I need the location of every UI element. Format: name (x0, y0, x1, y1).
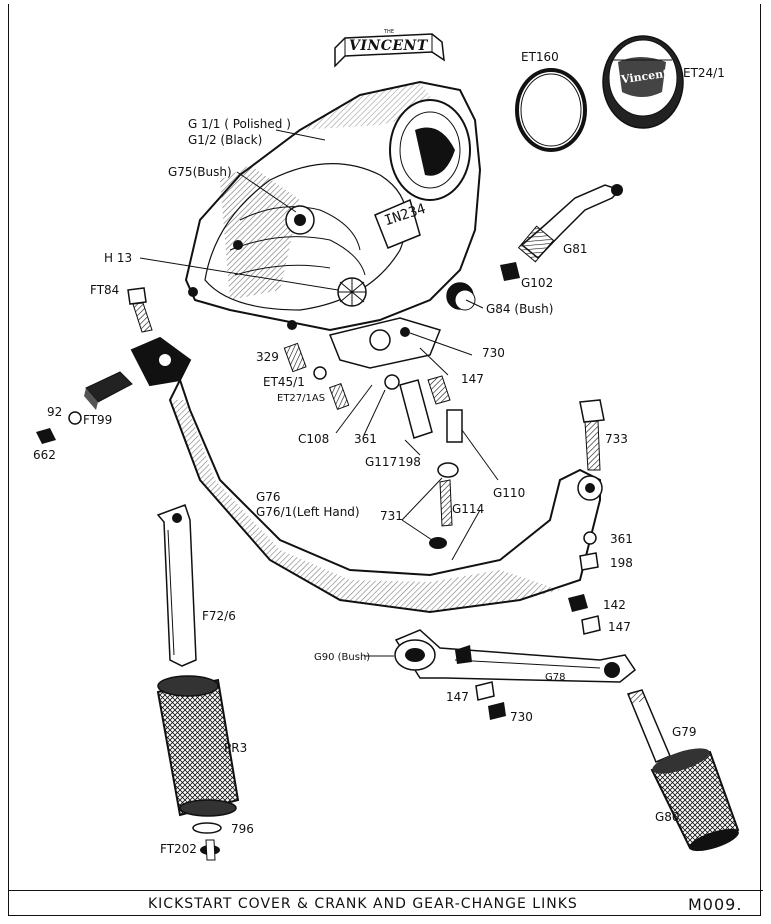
label-g114: G114 (452, 502, 485, 516)
label-et24: ET24/1 (683, 66, 725, 80)
nut-730-lower (488, 702, 506, 720)
nut-147-lower (475, 681, 495, 701)
et24-filler-cap (602, 35, 684, 129)
screw-ft202 (200, 839, 220, 861)
ft84-bolt (127, 287, 153, 333)
label-g1-1: G 1/1 ( Polished ) (188, 117, 291, 131)
washer-92 (68, 411, 82, 425)
label-329: 329 (256, 350, 279, 364)
g78-gear-change-link (394, 629, 637, 683)
label-g79: G79 (672, 725, 697, 739)
label-et160: ET160 (521, 50, 559, 64)
label-g78: G78 (545, 672, 566, 683)
nut-198 (579, 552, 599, 571)
nut-147 (581, 615, 601, 635)
label-et27: ET27/1AS (277, 393, 326, 404)
washer-et45 (313, 366, 327, 380)
label-361b: 361 (610, 532, 633, 546)
bolt-g117 (399, 375, 451, 439)
label-g76: G76 (256, 490, 281, 504)
label-730a: 730 (482, 346, 505, 360)
label-f72-6: F72/6 (202, 609, 236, 623)
label-730b: 730 (510, 710, 533, 724)
label-92: 92 (47, 405, 63, 419)
label-198b: 198 (610, 556, 633, 570)
footer-title: KICKSTART COVER & CRANK AND GEAR-CHANGE … (148, 896, 578, 912)
label-733: 733 (605, 432, 628, 446)
g76-kickstart-crank (130, 336, 603, 614)
label-662: 662 (33, 448, 56, 462)
label-h13: H 13 (104, 251, 133, 265)
label-g117: G117 (365, 455, 398, 469)
footer-plate-code: M009. (688, 895, 743, 914)
screw-et27 (328, 382, 350, 410)
stud-g114 (429, 462, 459, 549)
label-796: 796 (231, 822, 254, 836)
label-361a: 361 (354, 432, 377, 446)
g102-screw (500, 262, 520, 281)
label-ft99: FT99 (83, 413, 113, 427)
label-g110: G110 (493, 486, 526, 500)
label-g76-1: G76/1(Left Hand) (256, 505, 360, 519)
selector-lever-bracket (328, 317, 442, 369)
label-g84: G84 (Bush) (486, 302, 554, 316)
label-g90: G90 (Bush) (314, 652, 371, 663)
label-g102: G102 (521, 276, 554, 290)
label-et45: ET45/1 (263, 375, 305, 389)
label-ft202: FT202 (160, 842, 197, 856)
ft99-clamp-block (84, 371, 133, 410)
page-frame (8, 4, 761, 916)
pr3-pedal-rubber (156, 675, 240, 817)
logo-the-text: THE (384, 29, 394, 35)
label-147c: 147 (446, 690, 469, 704)
label-198a: 198 (398, 455, 421, 469)
washer-361 (583, 531, 597, 545)
nut-142 (568, 594, 588, 612)
nut-c108 (384, 374, 400, 390)
label-g75: G75(Bush) (168, 165, 232, 179)
label-g80: G80 (655, 810, 680, 824)
label-g81: G81 (563, 242, 588, 256)
label-c108: C108 (298, 432, 330, 446)
g80-gear-lever-rubber (650, 748, 740, 852)
label-ft84: FT84 (90, 283, 120, 297)
vincent-scroll-logo (334, 33, 445, 68)
screw-329 (283, 342, 307, 373)
label-142: 142 (603, 598, 626, 612)
label-pr3: PR3 (224, 741, 248, 755)
nut-662 (36, 428, 56, 444)
bolt-733 (579, 399, 605, 471)
label-147a: 147 (461, 372, 484, 386)
kickstart-cover-housing (184, 80, 482, 332)
leader-lines (139, 129, 499, 657)
label-g1-2: G1/2 (Black) (188, 133, 263, 147)
footer-bar: KICKSTART COVER & CRANK AND GEAR-CHANGE … (8, 890, 763, 919)
et160-ring (515, 68, 587, 152)
g79-rod (626, 689, 671, 763)
f72-pedal-shaft (156, 504, 197, 667)
spacer-g110 (446, 409, 463, 443)
g81-lever (517, 184, 623, 263)
logo-vincent-text: VINCENT (349, 38, 428, 54)
washer-796 (192, 822, 222, 834)
label-731: 731 (380, 509, 403, 523)
label-147b: 147 (608, 620, 631, 634)
